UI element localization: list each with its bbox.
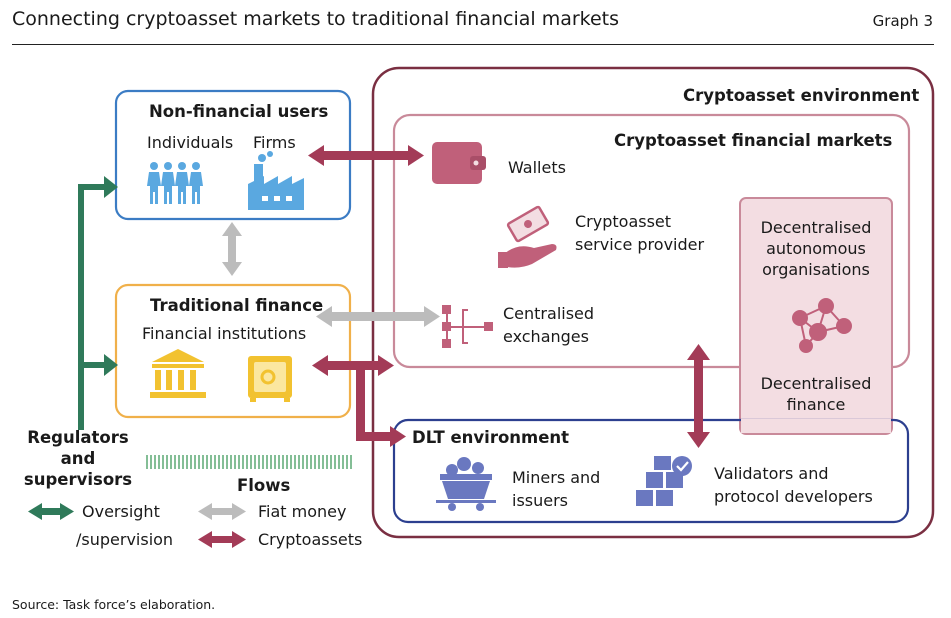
wallets-label: Wallets: [508, 158, 566, 177]
title-divider: [12, 44, 934, 45]
mining-cart-icon: [436, 457, 496, 511]
crypto-arrow-markets-dlt: [687, 344, 710, 448]
regulators-label-line3: supervisors: [23, 470, 133, 489]
flows-title: Flows: [237, 476, 291, 495]
safe-icon: [248, 356, 292, 402]
fiat-arrow-traditional-exchanges: [316, 306, 440, 327]
dlt-environment-box: [392, 418, 910, 524]
cryptoassets-label: Cryptoassets: [258, 530, 363, 549]
financial-institutions-label: Financial institutions: [142, 324, 307, 343]
graph-label: Graph 3: [872, 12, 933, 30]
miners-label-line2: issuers: [512, 491, 569, 510]
traditional-finance-title: Traditional finance: [150, 296, 324, 315]
fiat-arrow-users-traditional: [222, 222, 242, 276]
dao-label-line2: autonomous: [766, 239, 866, 258]
non-financial-users-title: Non-financial users: [149, 102, 329, 121]
source-note: Source: Task force’s elaboration.: [12, 597, 216, 612]
dao-label-line3: organisations: [762, 260, 870, 279]
miners-label-line1: Miners and: [512, 468, 601, 487]
factory-icon: [248, 151, 304, 210]
individuals-icon: [147, 162, 203, 204]
crypto-environment-title: Cryptoasset environment: [683, 86, 920, 105]
oversight-label-line1: Oversight: [82, 502, 160, 521]
regulators-label-line2: and: [60, 449, 96, 468]
legend-oversight-arrow: [28, 503, 74, 520]
exchanges-icon: [442, 305, 493, 348]
oversight-connector: [78, 176, 118, 430]
exchanges-label-line2: exchanges: [503, 327, 589, 346]
validators-label-line1: Validators and: [714, 464, 829, 483]
exchanges-label-line1: Centralised: [503, 304, 595, 323]
validators-blocks-icon: [636, 456, 692, 506]
csp-label-line2: service provider: [575, 235, 705, 254]
bank-icon: [150, 349, 206, 398]
dlt-environment-title: DLT environment: [412, 428, 570, 447]
dao-label-line1: Decentralised: [760, 218, 872, 237]
defi-label-line1: Decentralised: [760, 374, 872, 393]
validators-label-line2: protocol developers: [714, 487, 873, 506]
crypto-arrow-traditional-dlt: [312, 355, 406, 447]
flows-bar: [146, 455, 352, 469]
legend-crypto-arrow: [198, 531, 246, 548]
service-provider-icon: [498, 205, 557, 268]
csp-label-line1: Cryptoasset: [575, 212, 672, 231]
crypto-arrow-users-wallets: [308, 145, 424, 166]
page-title: Connecting cryptoasset markets to tradit…: [12, 8, 620, 30]
crypto-markets-title: Cryptoasset financial markets: [614, 131, 893, 150]
fiat-money-label: Fiat money: [258, 502, 347, 521]
wallet-icon: [432, 142, 486, 184]
legend-fiat-arrow: [198, 503, 246, 520]
defi-label-line2: finance: [786, 395, 846, 414]
dao-box: [739, 197, 893, 435]
traditional-finance-box: [114, 283, 352, 419]
individuals-label: Individuals: [147, 133, 234, 152]
oversight-label-line2: /supervision: [76, 530, 174, 549]
regulators-label-line1: Regulators: [27, 428, 129, 447]
dao-network-icon: [792, 298, 852, 353]
firms-label: Firms: [253, 133, 296, 152]
crypto-markets-box: [392, 113, 911, 369]
crypto-environment-box: [371, 66, 935, 539]
